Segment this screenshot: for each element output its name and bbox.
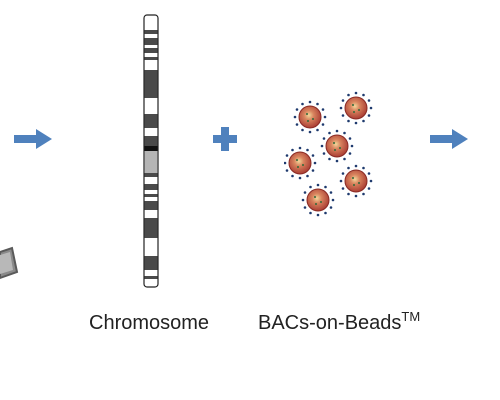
chromosome-ideogram [143, 14, 159, 288]
bacs-on-beads-text: BACs-on-Beads [258, 312, 402, 334]
bead-icon [339, 91, 373, 125]
trademark-superscript: TM [401, 309, 421, 324]
right-arrow-icon [430, 129, 468, 149]
bead-icon [339, 164, 373, 198]
bead-icon [320, 129, 354, 163]
bead-icon [301, 183, 335, 217]
device-fragment-icon [0, 246, 19, 280]
plus-icon [213, 127, 237, 151]
bead-icon [293, 100, 327, 134]
bacs-on-beads-label: BACs-on-BeadsTM [258, 309, 421, 335]
right-arrow-icon [14, 129, 52, 149]
chromosome-label: Chromosome [89, 312, 210, 334]
bead-icon [284, 146, 317, 180]
beads-cluster [284, 91, 373, 217]
